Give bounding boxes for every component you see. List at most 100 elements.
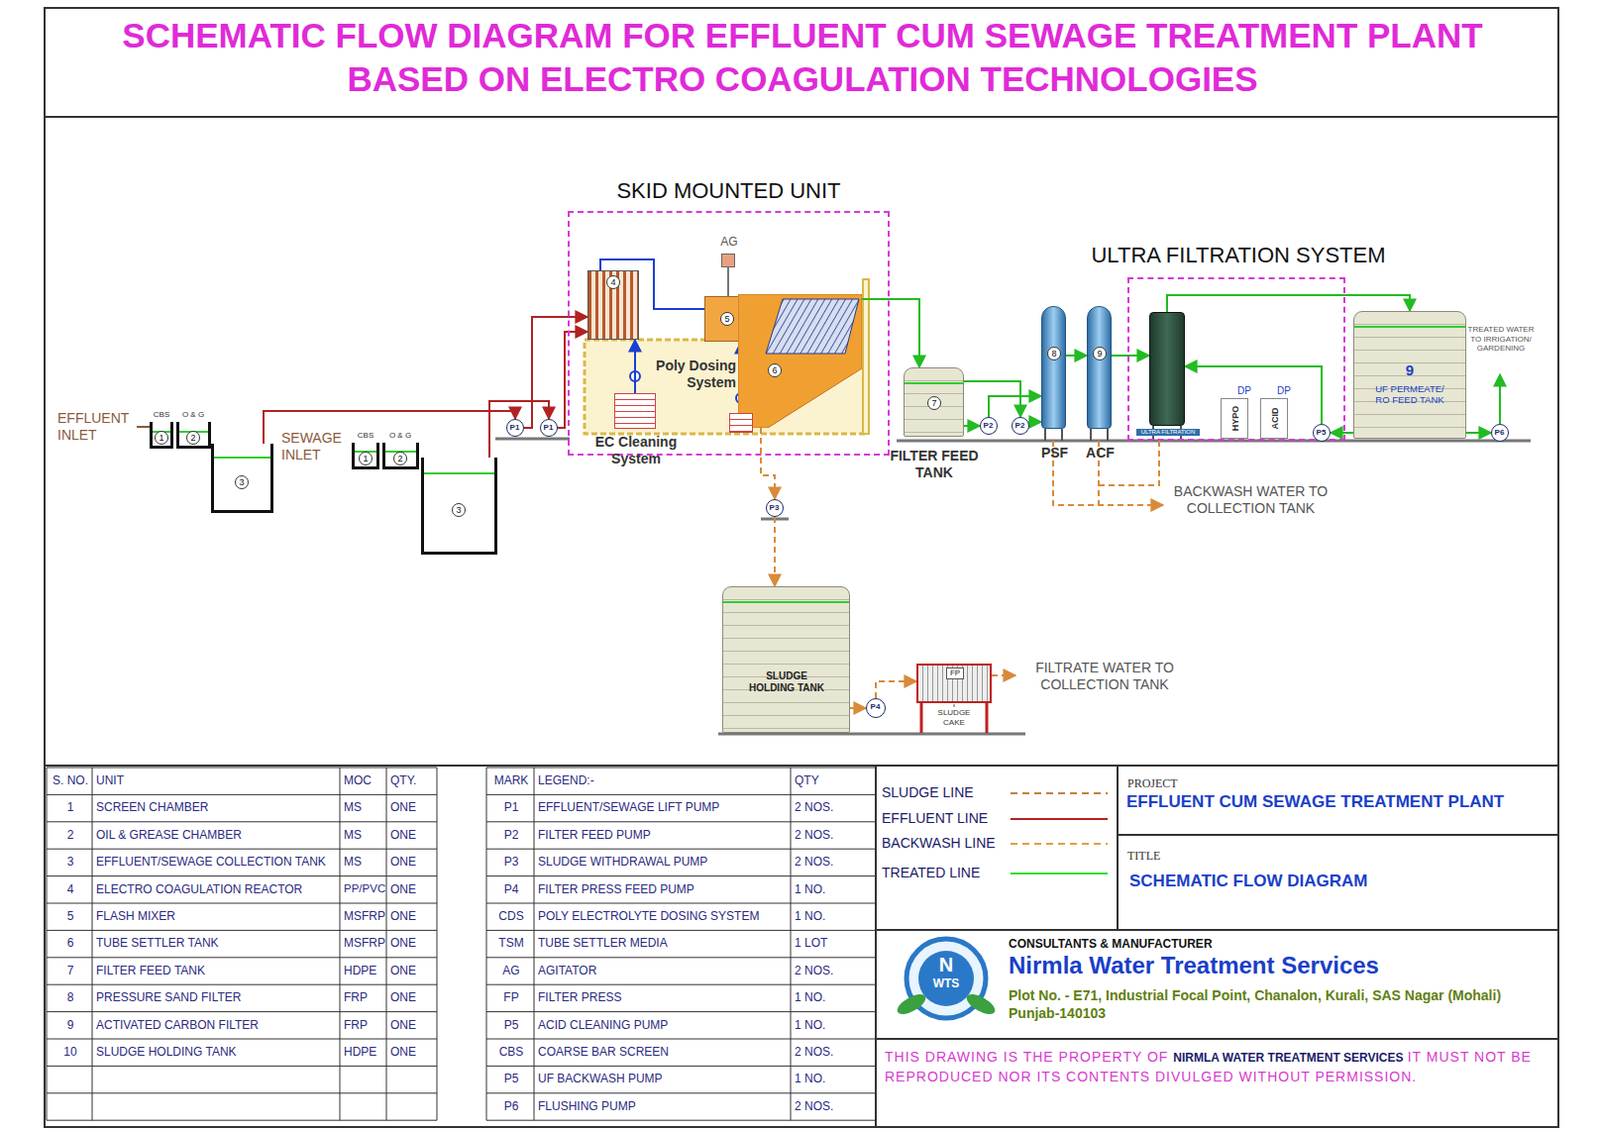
- table-cell: ONE: [390, 800, 435, 815]
- table-cell: CBS: [490, 1045, 533, 1060]
- sludge-outlet-line: [991, 674, 1016, 677]
- legend-sample: [1010, 818, 1108, 821]
- legend-text: BACKWASH LINE: [881, 835, 1006, 853]
- table-cell: 3: [50, 854, 91, 869]
- uf-boundary: ULTRA FILTRATIONHYPODPACIDDPULTRA FILTRA…: [1127, 277, 1346, 441]
- inlet-pipe: [136, 426, 150, 428]
- table-cell: 9: [50, 1018, 91, 1033]
- table-cell: 7: [50, 963, 91, 978]
- legend-samples: [1010, 793, 1108, 874]
- ground-line: [495, 437, 570, 441]
- callout-number: 6: [767, 363, 782, 378]
- pipe-connector: [1111, 354, 1150, 357]
- node-label: FP: [946, 667, 964, 680]
- filter-press-stand: [954, 704, 956, 708]
- pump-symbol: P1: [506, 419, 525, 437]
- table-grid: [486, 930, 876, 932]
- table-cell: 2 NOS.: [794, 963, 874, 978]
- pipe-connector: [773, 517, 776, 587]
- table-cell: S. NO.: [50, 773, 91, 788]
- pump-symbol: P2: [1011, 417, 1030, 435]
- node-label: 9: [1354, 361, 1466, 380]
- table-cell: ONE: [390, 1018, 435, 1033]
- table-grid: [486, 957, 876, 959]
- node-label: HYPO: [1230, 398, 1242, 438]
- table-cell: POLY ELECTROLYTE DOSING SYSTEM: [537, 909, 789, 924]
- table-cell: 2 NOS.: [794, 828, 874, 843]
- table-grid: [486, 767, 876, 769]
- node-label: FILTER FEED TANK: [884, 447, 984, 482]
- table-grid: [46, 984, 437, 986]
- filter-press: FP: [916, 663, 992, 704]
- callout-number: 1: [358, 451, 373, 466]
- callout-number: 9: [1092, 346, 1107, 361]
- hypo-dosing-tank: HYPODP: [1220, 398, 1249, 439]
- sheet-frame: [1117, 834, 1559, 837]
- table-cell: MS: [343, 854, 385, 869]
- node-label: O & G: [380, 430, 421, 441]
- table-cell: ONE: [390, 1045, 435, 1060]
- table-cell: FP: [490, 990, 533, 1005]
- pipe-connector: [963, 381, 1021, 418]
- table-cell: QTY.: [390, 773, 435, 788]
- vessel-legs: [1106, 428, 1109, 441]
- project-name: EFFLUENT CUM SEWAGE TREATMENT PLANT: [1126, 792, 1523, 812]
- sheet-frame: [44, 764, 1559, 767]
- table-grid: [486, 1092, 876, 1094]
- company-logo: [963, 990, 999, 1019]
- table-cell: 8: [50, 990, 91, 1005]
- skid-boundary: 456EC Cleaning SystemPoly Dosing SystemA…: [567, 211, 890, 456]
- pump-label: P1: [540, 423, 556, 433]
- sheet-frame: [44, 115, 1559, 118]
- legend-text: SLUDGE LINE: [881, 784, 1006, 802]
- callout-number: 5: [720, 312, 735, 326]
- pump-symbol: P5: [1312, 424, 1331, 442]
- table-cell: 6: [50, 936, 91, 951]
- table-cell: FILTER PRESS FEED PUMP: [537, 882, 789, 897]
- table-cell: ONE: [390, 936, 435, 951]
- pipe-connector: [963, 425, 980, 427]
- tube-media: [765, 299, 859, 354]
- legend-text: TREATED LINE: [881, 864, 1006, 882]
- pipe-connector: [1167, 295, 1410, 313]
- table-cell: MS: [343, 800, 385, 815]
- node-label: AG: [714, 234, 745, 249]
- drawing-title: SCHEMATIC FLOW DIAGRAM: [1129, 871, 1546, 891]
- outlet-note: TREATED WATER TO IRRIGATION/ GARDENING: [1466, 324, 1536, 354]
- table-cell: P5: [490, 1071, 533, 1086]
- callout-number: 7: [927, 396, 942, 411]
- table-grid: [46, 767, 437, 769]
- table-cell: OIL & GREASE CHAMBER: [96, 828, 338, 843]
- table-cell: QTY: [794, 773, 874, 788]
- node-label: UF PERMEATE/ RO FEED TANK: [1371, 383, 1449, 407]
- table-cell: 1 NO.: [794, 1071, 874, 1086]
- filter-feed-tank: 7FILTER FEED TANK: [903, 367, 964, 437]
- table-grid: [533, 767, 535, 1121]
- table-cell: 1 LOT: [794, 936, 874, 951]
- table-cell: MSFRP: [343, 936, 385, 951]
- inlet-label: SEWAGE INLET: [281, 429, 353, 464]
- bar-screen-chamber: CBS1: [149, 422, 174, 449]
- table-cell: TUBE SETTLER MEDIA: [537, 936, 789, 951]
- pipe-connector: [1466, 431, 1492, 434]
- table-grid: [46, 821, 437, 823]
- table-cell: P1: [490, 800, 533, 815]
- table-cell: P4: [490, 882, 533, 897]
- pipe-connector: [1184, 366, 1322, 425]
- table-cell: 2 NOS.: [794, 1045, 874, 1060]
- table-grid: [486, 767, 488, 1121]
- table-cell: MOC: [343, 773, 385, 788]
- company-name: Nirmla Water Treatment Services: [1008, 952, 1549, 981]
- inlet-label: EFFLUENT INLET: [57, 410, 142, 444]
- pump-label: P3: [766, 503, 782, 514]
- table-cell: EFFLUENT/SEWAGE LIFT PUMP: [537, 800, 789, 815]
- table-cell: FRP: [343, 1018, 385, 1033]
- pipe-connector: [875, 681, 917, 699]
- uf-module: ULTRA FILTRATION: [1149, 312, 1185, 427]
- table-cell: MS: [343, 828, 385, 843]
- table-grid: [46, 1120, 437, 1122]
- table-cell: MSFRP: [343, 909, 385, 924]
- agitator: AG: [721, 253, 736, 268]
- table-cell: ELECTRO COAGULATION REACTOR: [96, 882, 338, 897]
- table-cell: COARSE BAR SCREEN: [537, 1045, 789, 1060]
